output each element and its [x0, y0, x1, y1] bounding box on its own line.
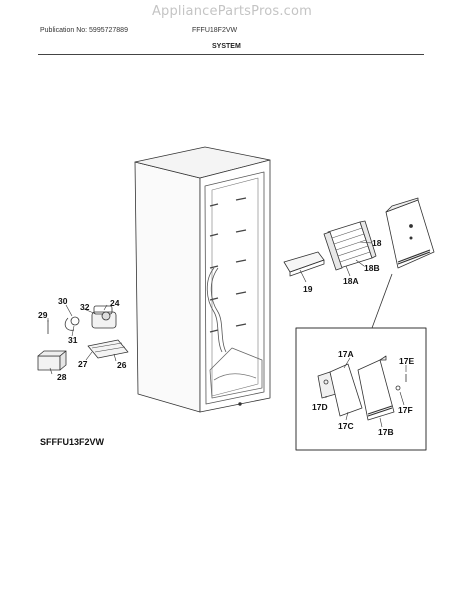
compressor-assembly-illustration	[37, 305, 129, 371]
callout-28: 28	[57, 372, 67, 382]
callout-18: 18	[372, 238, 382, 248]
callout-17B: 17B	[378, 427, 394, 437]
callout-30: 30	[58, 296, 68, 306]
evaporator-illustration	[323, 220, 377, 271]
header-rule	[38, 54, 424, 55]
detail-inset-frame	[295, 327, 427, 451]
publication-number: Publication No: 5995727889	[40, 27, 128, 34]
model-number: FFFU18F2VW	[192, 27, 238, 34]
callout-26: 26	[117, 360, 127, 370]
figure-caption: SFFFU13F2VW	[40, 437, 105, 447]
drain-trough-illustration	[283, 251, 325, 277]
callout-18A: 18A	[343, 276, 359, 286]
callout-17A: 17A	[338, 349, 354, 359]
callout-17D: 17D	[312, 402, 328, 412]
callout-17F: 17F	[398, 405, 413, 415]
callout-19: 19	[303, 284, 313, 294]
callout-27: 27	[78, 359, 88, 369]
cabinet-illustration	[134, 146, 271, 413]
callout-29: 29	[38, 310, 48, 320]
callout-17C: 17C	[338, 421, 354, 431]
callout-31: 31	[68, 335, 78, 345]
callout-17E: 17E	[399, 356, 414, 366]
callout-32: 32	[80, 302, 90, 312]
detail-inset-parts	[317, 355, 407, 421]
callout-18B: 18B	[364, 263, 380, 273]
callout-24: 24	[110, 298, 120, 308]
evaporator-cover-illustration	[385, 197, 435, 269]
watermark: AppliancePartsPros.com	[151, 4, 313, 19]
section-title: SYSTEM	[212, 43, 241, 50]
